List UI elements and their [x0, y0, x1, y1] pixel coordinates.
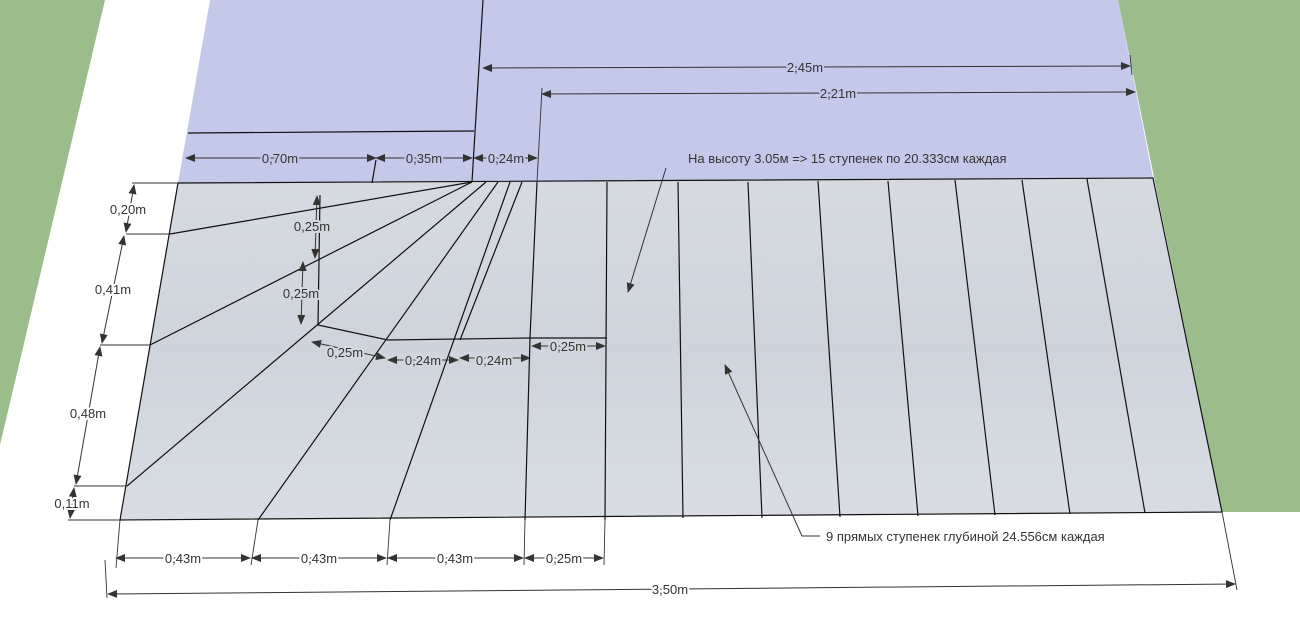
dim-0-43-c: 0,43m — [437, 551, 473, 566]
dim-0-25-bottom: 0,25m — [546, 551, 582, 566]
height-note: На высоту 3.05м => 15 ступенек по 20.333… — [688, 151, 1007, 166]
dim-0-25-step: 0,25m — [550, 339, 586, 354]
stair-lines — [126, 0, 1146, 521]
dim-0-24-a: 0,24m — [405, 353, 441, 368]
dimension-labels: 2,45m 2,21m 0,70m 0,35m 0,24m 0,20m 0,41… — [52, 58, 1105, 599]
dim-0-20: 0,20m — [110, 202, 146, 217]
dim-0-41: 0,41m — [95, 282, 131, 297]
grass-right — [1118, 0, 1300, 512]
dim-0-25-diag: 0,25m — [327, 345, 363, 360]
dim-0-43-b: 0,43m — [301, 551, 337, 566]
dim-0-35: 0,35m — [406, 151, 442, 166]
dim-0-25-lower: 0,25m — [283, 286, 319, 301]
dim-0-70: 0,70m — [262, 151, 298, 166]
steps-note: 9 прямых ступенек глубиной 24.556см кажд… — [826, 529, 1105, 544]
dim-2-21: 2,21m — [820, 86, 856, 101]
dim-0-25-upper: 0,25m — [294, 219, 330, 234]
stair-floor — [119, 177, 1223, 521]
dim-0-43-a: 0,43m — [165, 551, 201, 566]
dimension-lines — [67, 54, 1238, 599]
dim-2-45: 2,45m — [787, 60, 823, 75]
dim-0-48: 0,48m — [70, 406, 106, 421]
dim-3-50-total: 3,50m — [652, 582, 688, 597]
dim-0-11: 0,11m — [54, 496, 89, 511]
grass-left — [0, 0, 105, 445]
dim-0-24-landing: 0,24m — [488, 151, 524, 166]
upper-landing — [178, 0, 1153, 183]
dim-0-24-b: 0,24m — [476, 353, 512, 368]
